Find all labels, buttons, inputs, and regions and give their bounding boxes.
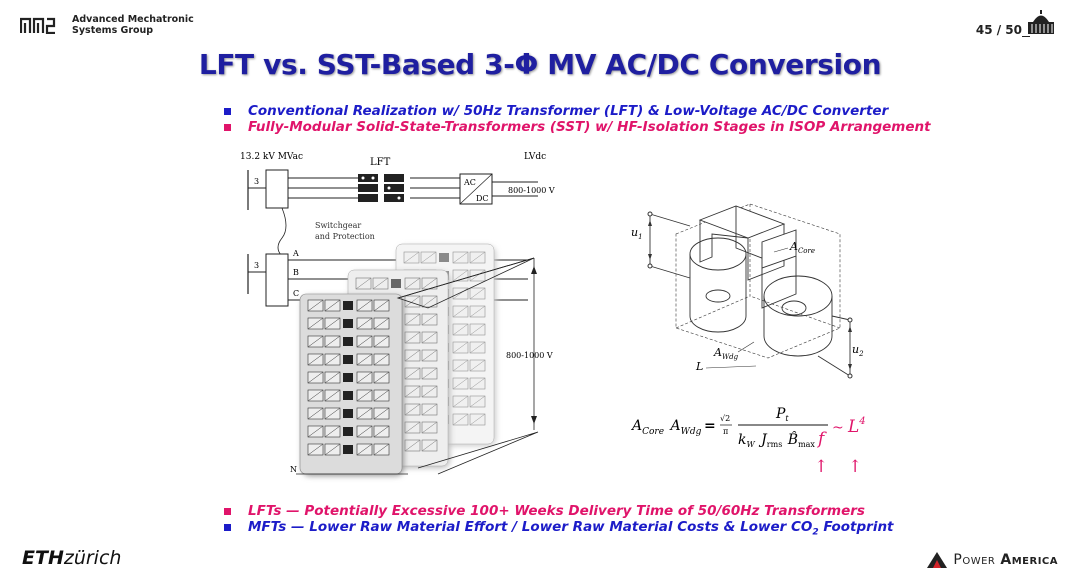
output-voltage-top: 800-1000 V xyxy=(508,186,555,195)
ams-logo-mark xyxy=(20,17,56,34)
eth-logo: ETHzürich xyxy=(22,547,122,569)
l-label: L xyxy=(695,360,703,373)
arrow-up-icon: ↑ xyxy=(848,457,862,477)
poweramerica-mark-icon xyxy=(927,552,948,568)
awdg-label: AWdg xyxy=(713,346,739,361)
bullet-lead: LFTs xyxy=(248,503,282,519)
bullet-mfts: MFTs — Lower Raw Material Effort / Lower… xyxy=(222,519,894,541)
eth-building-icon xyxy=(1028,10,1054,34)
lvdc-label: LVdc xyxy=(524,152,546,162)
page-title: LFT vs. SST-Based 3-Φ MV AC/DC Conversio… xyxy=(198,48,882,81)
phase-b-label: B xyxy=(293,268,299,277)
svg-text:3: 3 xyxy=(254,261,259,270)
top-bullet-list: Conventional Realization w/ 50Hz Transfo… xyxy=(222,103,931,135)
sst-phase-a-stack xyxy=(299,293,404,476)
group-name-line2: Systems Group xyxy=(72,25,154,36)
formula-tilde: ~ xyxy=(832,420,844,436)
phase-a-label: A xyxy=(292,249,299,258)
formula-rhs: L4 xyxy=(847,416,866,437)
page-number: 45 / 50 xyxy=(975,23,1022,37)
switchgear-label-1: Switchgear xyxy=(315,221,361,230)
svg-text:AC: AC xyxy=(463,178,476,187)
switchgear-box-sst xyxy=(265,253,289,307)
lft-transformer-icon xyxy=(358,174,404,202)
lft-label: LFT xyxy=(370,157,391,168)
bullet-lead: MFTs xyxy=(248,519,287,535)
switchgear-box xyxy=(265,169,289,209)
formula-frequency: f xyxy=(816,429,827,449)
bullet-lfts: LFTs — Potentially Excessive 100+ Weeks … xyxy=(222,503,894,519)
page-divider xyxy=(1022,36,1030,37)
source-label: 13.2 kV MVac xyxy=(240,152,303,162)
acore-label: ACore xyxy=(789,240,815,255)
formula-numerator: Pt xyxy=(775,406,789,423)
formula-lhs: ACore AWdg xyxy=(630,418,702,438)
scaling-formula: ACore AWdg = √2 π Pt kW Jrms B̂max f ~ L… xyxy=(630,406,866,477)
transformer-3d-sketch: u1 u2 ACore AWdg L xyxy=(631,203,864,379)
phase-c-label: C xyxy=(293,289,299,298)
u1-label: u1 xyxy=(631,226,643,241)
formula-pi: π xyxy=(723,427,728,436)
formula-denominator: kW Jrms B̂max xyxy=(738,430,815,451)
svg-text:DC: DC xyxy=(476,194,489,203)
bottom-bullet-list: LFTs — Potentially Excessive 100+ Weeks … xyxy=(222,503,894,541)
output-voltage-right: 800-1000 V xyxy=(506,351,553,360)
conversion-circuit-diagram: 13.2 kV MVac LFT LVdc 3 AC DC 800-1000 V… xyxy=(240,152,555,476)
formula-root: √2 xyxy=(720,414,730,423)
svg-text:=: = xyxy=(704,418,716,434)
neutral-label: N xyxy=(290,465,297,474)
u2-label: u2 xyxy=(852,343,864,358)
bullet-conventional: Conventional Realization w/ 50Hz Transfo… xyxy=(222,103,931,119)
ams-logo: Advanced Mechatronic Systems Group xyxy=(20,14,194,36)
switchgear-label-2: and Protection xyxy=(315,232,375,241)
group-name: Advanced Mechatronic Systems Group xyxy=(72,14,194,36)
group-name-line1: Advanced Mechatronic xyxy=(72,14,194,25)
bullet-sst: Fully-Modular Solid-State-Transformers (… xyxy=(222,119,931,135)
arrow-up-icon: ↑ xyxy=(814,457,828,477)
svg-text:3: 3 xyxy=(254,177,259,186)
